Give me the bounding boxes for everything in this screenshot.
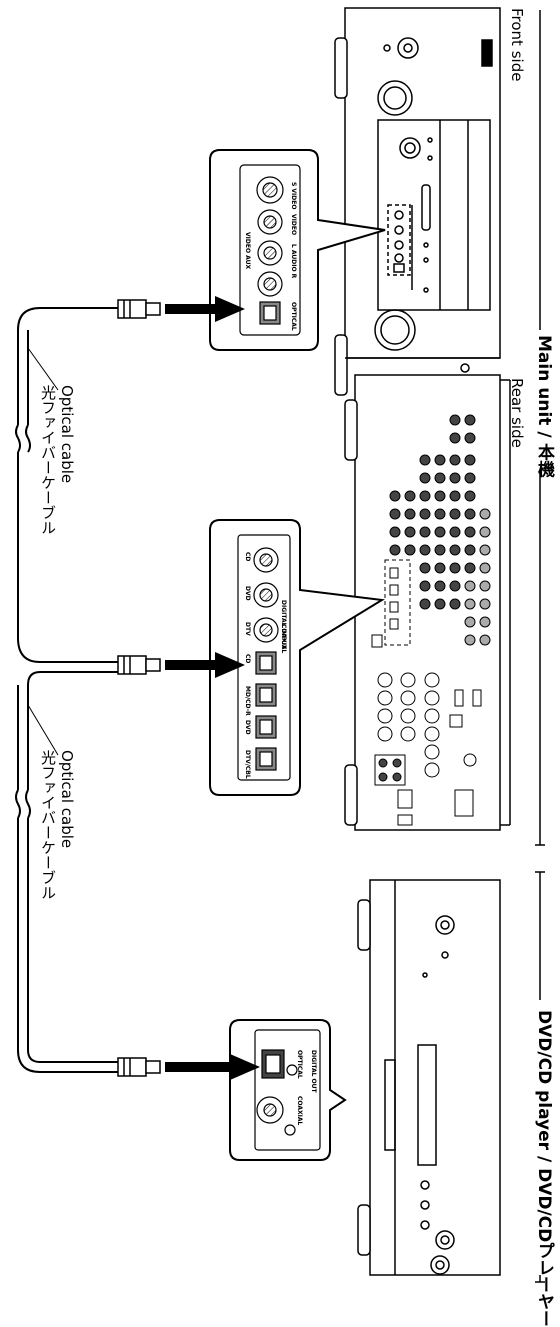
- svg-text:COAXIAL: COAXIAL: [296, 1096, 303, 1125]
- optical-cable-top: [16, 308, 118, 662]
- svg-text:COAXIAL: COAXIAL: [280, 624, 287, 653]
- svg-text:CD: CD: [244, 654, 251, 663]
- svg-text:OPTICAL: OPTICAL: [290, 302, 297, 331]
- svg-text:MD/CD-R: MD/CD-R: [244, 686, 251, 716]
- svg-text:S VIDEO: S VIDEO: [290, 182, 297, 209]
- optical-plug-3: [118, 1058, 160, 1076]
- main-unit-front: [335, 8, 500, 395]
- svg-text:L AUDIO R: L AUDIO R: [290, 244, 297, 279]
- optical-plug-2: [118, 656, 160, 674]
- svg-text:DVD: DVD: [244, 720, 251, 735]
- svg-text:VIDEO AUX: VIDEO AUX: [244, 232, 251, 269]
- svg-text:DVD: DVD: [244, 586, 251, 601]
- svg-text:DIGITAL OUT: DIGITAL OUT: [310, 1050, 317, 1094]
- svg-text:DTV/CBL: DTV/CBL: [244, 750, 251, 779]
- svg-text:VIDEO: VIDEO: [290, 214, 297, 235]
- optical-plug-1: [118, 300, 160, 318]
- cable-leader-top: [28, 348, 58, 390]
- svg-text:OPTICAL: OPTICAL: [296, 1050, 303, 1079]
- main-unit-bracket: [535, 10, 545, 845]
- svg-text:CD: CD: [244, 552, 251, 561]
- dvd-player-bracket: [535, 872, 545, 1282]
- cable-leader-bottom: [28, 705, 58, 755]
- svg-text:DTV: DTV: [244, 622, 251, 636]
- connection-diagram: S VIDEO VIDEO L AUDIO R OPTICAL VIDEO AU…: [0, 0, 560, 1290]
- dvd-player: [358, 880, 500, 1275]
- optical-cable-bottom: [16, 672, 118, 1072]
